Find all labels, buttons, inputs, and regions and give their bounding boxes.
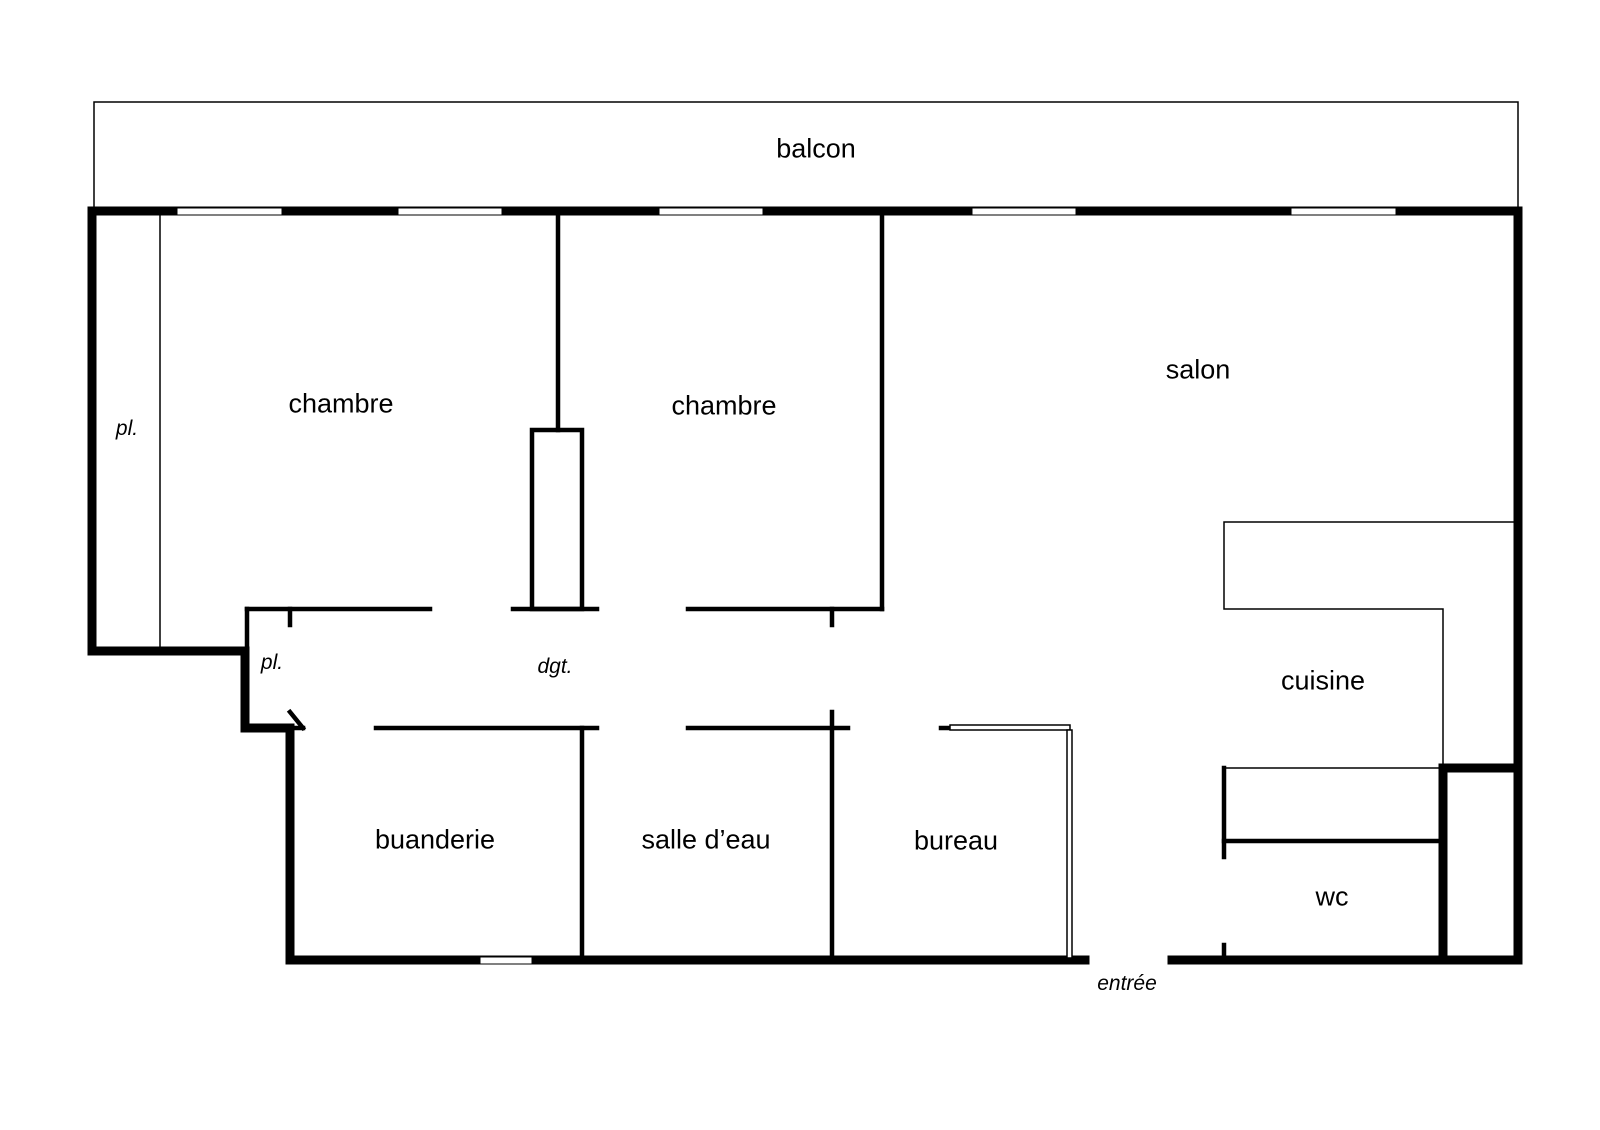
label-placard-2: pl. (260, 651, 284, 674)
room-label-cuisine: cuisine (1280, 665, 1366, 696)
room-label-salle-eau: salle d’eau (641, 824, 771, 855)
label-degagement: dgt. (537, 655, 573, 678)
exterior-walls (87, 206, 1523, 965)
room-label-balcon: balcon (776, 133, 856, 164)
label-placard-1: pl. (115, 417, 139, 440)
room-label-buanderie: buanderie (374, 824, 496, 855)
room-label-bureau: bureau (913, 825, 999, 856)
room-label-chambre-2: chambre (671, 390, 777, 421)
room-label-chambre-1: chambre (288, 388, 394, 419)
interior-walls (244, 210, 1446, 963)
room-label-wc: wc (1315, 881, 1349, 912)
label-entree: entrée (1097, 972, 1157, 995)
windows (176, 207, 1397, 965)
room-label-salon: salon (1165, 354, 1231, 385)
fixtures (159, 212, 1517, 959)
